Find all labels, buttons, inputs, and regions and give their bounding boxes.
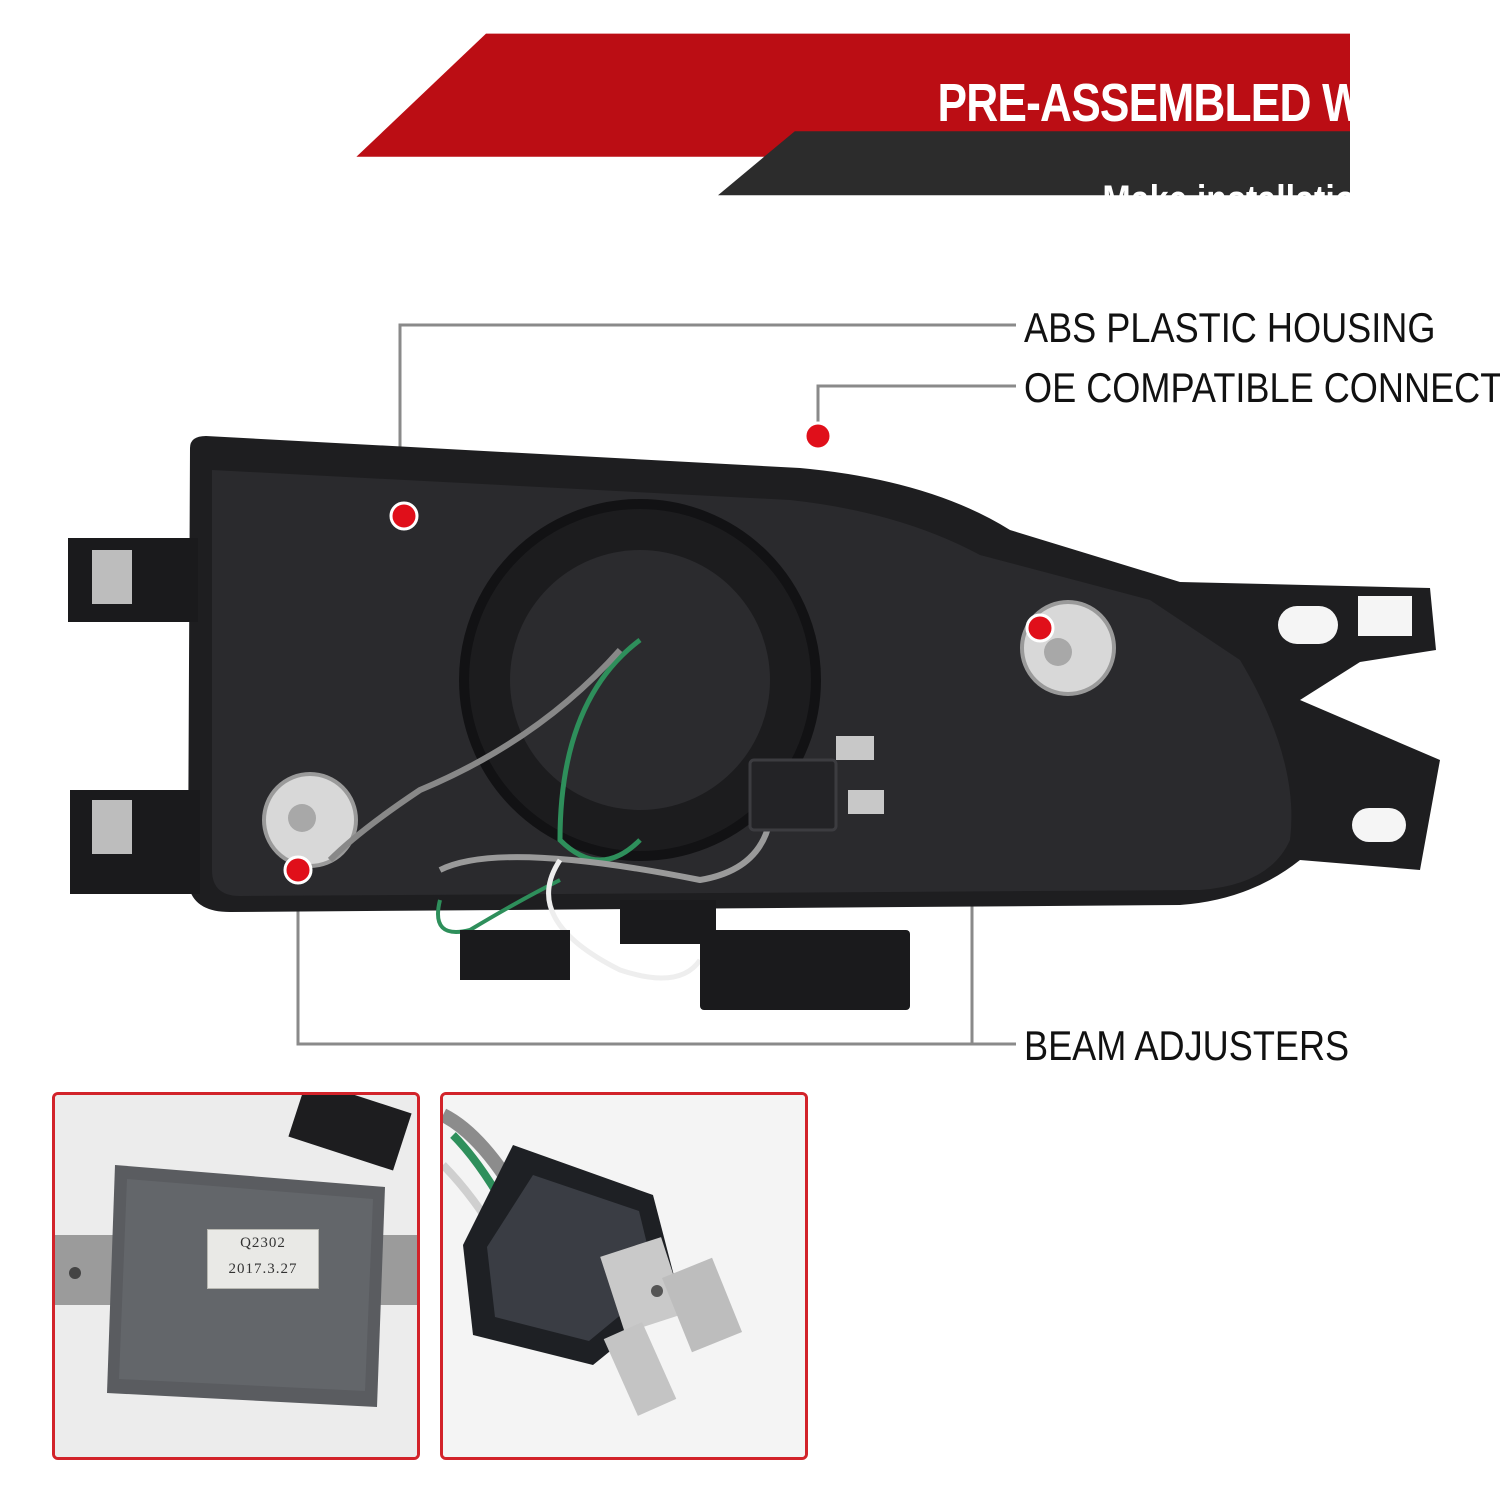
banner-subtitle: Make installation easier xyxy=(1102,178,1484,222)
inset-h4-connector xyxy=(440,1092,808,1460)
connector-closeup xyxy=(443,1095,805,1457)
leader-adjuster-left xyxy=(296,870,1016,1046)
banner-title: PRE-ASSEMBLED WIRING xyxy=(937,73,1482,133)
headlight-rear-view xyxy=(68,323,1440,1046)
module-date-label: Q2302 2017.3.27 xyxy=(207,1229,319,1289)
inset-wiring-module: Q2302 2017.3.27 xyxy=(52,1092,420,1460)
leader-connector xyxy=(816,384,1016,436)
h4-connector xyxy=(748,758,838,832)
red-title-band xyxy=(356,33,1350,157)
headlight-housing xyxy=(68,436,1440,1010)
callout-markers xyxy=(283,421,1055,885)
marker-housing xyxy=(389,501,419,531)
marker-adjuster-left xyxy=(283,855,313,885)
callout-oe-connector: OE COMPATIBLE CONNECTOR xyxy=(1024,364,1500,411)
header-banner xyxy=(356,33,1350,196)
dark-subtitle-band xyxy=(718,131,1350,196)
module-date-code: 2017.3.27 xyxy=(228,1261,298,1277)
module-part-number: Q2302 xyxy=(240,1235,286,1251)
marker-adjuster-right xyxy=(1025,613,1055,643)
callout-beam-adjusters: BEAM ADJUSTERS xyxy=(1024,1022,1350,1069)
marker-connector xyxy=(803,421,833,451)
callout-abs-housing: ABS PLASTIC HOUSING xyxy=(1024,304,1436,351)
wiring-module xyxy=(700,930,910,1010)
